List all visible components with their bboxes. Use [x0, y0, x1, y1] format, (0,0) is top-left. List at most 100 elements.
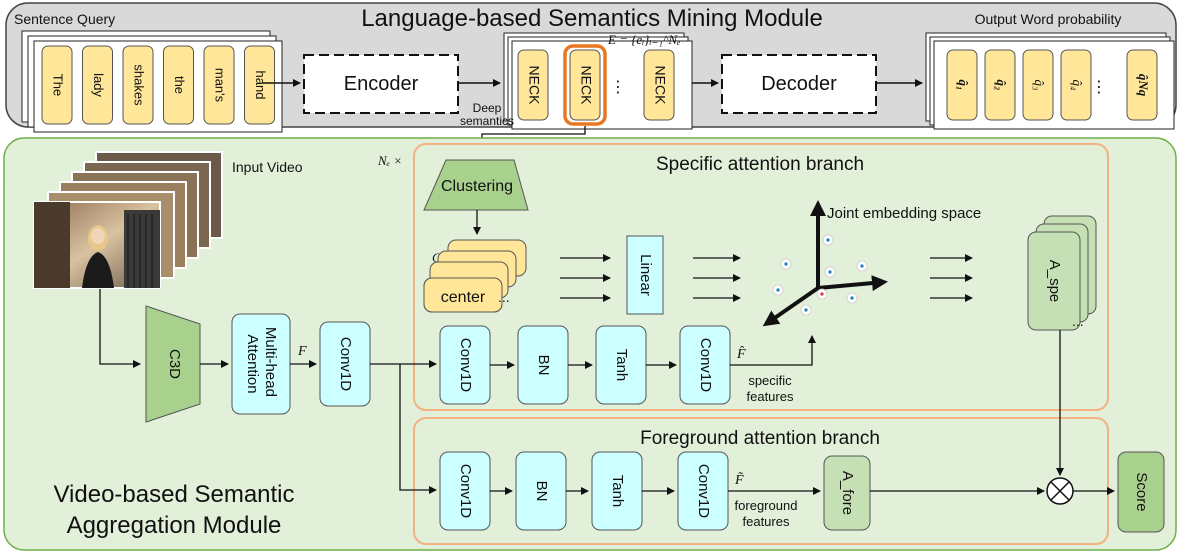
spec-conv1d-a-label: Conv1D — [457, 338, 474, 392]
language-module-title: Language-based Semantics Mining Module — [361, 5, 823, 32]
to-foreground-conv-arrow — [399, 364, 437, 494]
neck-box — [517, 49, 549, 121]
ne-times-label: Nₑ × — [377, 153, 402, 168]
output-prob-label: q̂₃ — [1032, 79, 1047, 90]
input-video-label: Input Video — [232, 159, 303, 175]
output-ellipsis: ⋮ — [1091, 79, 1107, 96]
specific-features-line1: specific — [748, 373, 792, 388]
word-label: lady — [91, 73, 106, 97]
embedding-point-dot — [860, 264, 864, 268]
neck-boxes: NECK NECK ⋮ NECK — [517, 49, 675, 121]
aspe-card-front — [1027, 231, 1081, 331]
neck-box — [569, 49, 601, 121]
mha-label-line2: Attention — [244, 334, 261, 393]
specific-branch-box — [413, 143, 1109, 411]
mha-label-line1: Multi-head — [262, 327, 279, 397]
spec-bn-label: BN — [535, 355, 552, 376]
fore-tanh-label: Tanh — [609, 475, 626, 508]
output-prob-box — [1126, 49, 1158, 121]
embedding-point-dot — [850, 296, 854, 300]
neck-ellipsis: ⋮ — [610, 79, 626, 96]
output-prob-label: q̂Nq — [1136, 74, 1151, 97]
word-box — [82, 45, 113, 125]
afore-block — [823, 455, 871, 531]
multiply-node — [1046, 477, 1074, 505]
embedding-point-dot — [776, 288, 780, 292]
embedding-point-dot — [804, 308, 808, 312]
mha-label: Multi-head Attention — [244, 327, 279, 401]
word-label: shakes — [132, 64, 147, 106]
video-module-title-line1: Video-based Semantic — [53, 481, 294, 508]
output-prob-label: Output Word probability — [975, 11, 1122, 27]
foreground-branch-title: Foreground attention branch — [640, 428, 880, 449]
embedding-point-dot — [820, 292, 824, 296]
decoder-label: Decoder — [761, 73, 837, 95]
embedding-set-formula: E = {eᵢ}ᵢ₌₁^Nₑ — [607, 32, 680, 47]
aspe-label: A_spe — [1046, 260, 1063, 303]
neck-label: NECK — [526, 66, 542, 106]
embedding-points — [772, 234, 868, 316]
afore-label: A_fore — [839, 471, 856, 515]
word-boxes: The lady shakes the man's hand — [41, 45, 275, 125]
output-prob-box — [1022, 49, 1054, 121]
aspe-ellipsis: ... — [1072, 313, 1084, 329]
output-prob-label: q̂₂ — [994, 79, 1009, 90]
clustering-label: Clustering — [441, 178, 513, 195]
center-ellipsis: ... — [498, 289, 510, 305]
f-hat-label: F̂ — [736, 346, 746, 362]
clustering-block — [423, 159, 529, 211]
conv1d-main-label: Conv1D — [337, 337, 354, 391]
linear-block — [626, 235, 664, 315]
video-to-c3d-arrow — [99, 289, 141, 368]
word-box — [163, 45, 194, 125]
fore-bn-label: BN — [533, 481, 550, 502]
output-prob-box — [984, 49, 1016, 121]
foreground-features-line2: features — [743, 514, 790, 529]
specific-features-line2: features — [747, 389, 794, 404]
foreground-features-line1: foreground — [735, 498, 798, 513]
word-label: hand — [253, 71, 268, 100]
fore-conv1d-b-label: Conv1D — [695, 464, 712, 518]
word-label: The — [51, 74, 66, 96]
neck-highlight — [563, 44, 607, 126]
linear-label: Linear — [637, 254, 654, 296]
video-module-panel — [3, 137, 1177, 551]
center-label: center — [441, 289, 486, 306]
specific-to-space-arrow — [730, 335, 816, 366]
embedding-point-dot — [784, 262, 788, 266]
embedding-point-dot — [828, 270, 832, 274]
foreground-branch-box — [413, 417, 1109, 545]
embedding-axes — [762, 200, 888, 327]
score-block — [1117, 451, 1165, 533]
center-card-top — [423, 277, 503, 313]
video-frame-main — [33, 201, 161, 289]
c3d-block — [145, 305, 201, 423]
neck-label: NECK — [578, 66, 594, 106]
fore-conv1d-a-label: Conv1D — [457, 464, 474, 518]
word-box — [122, 45, 154, 125]
decoder-box — [721, 54, 877, 114]
spec-tanh-label: Tanh — [613, 349, 630, 382]
word-label: man's — [213, 68, 228, 103]
output-prob-box — [1060, 49, 1092, 121]
word-box — [203, 45, 235, 125]
spec-conv1d-b-label: Conv1D — [697, 338, 714, 392]
score-label: Score — [1133, 472, 1150, 511]
embedding-point-dot — [826, 238, 830, 242]
neck-box — [643, 49, 675, 121]
word-label: the — [172, 76, 187, 94]
word-box — [244, 45, 275, 125]
output-prob-label: q̂₄ — [1070, 79, 1085, 91]
specific-branch-title: Specific attention branch — [656, 154, 864, 175]
f-label: F — [297, 344, 307, 359]
f-tilde-label: F̃ — [734, 472, 744, 488]
neck-label: NECK — [652, 66, 668, 106]
c3d-label: C3D — [166, 349, 183, 379]
sentence-card-front — [33, 40, 283, 133]
video-frames — [33, 151, 223, 289]
encoder-box — [303, 54, 459, 114]
word-box — [41, 45, 73, 125]
